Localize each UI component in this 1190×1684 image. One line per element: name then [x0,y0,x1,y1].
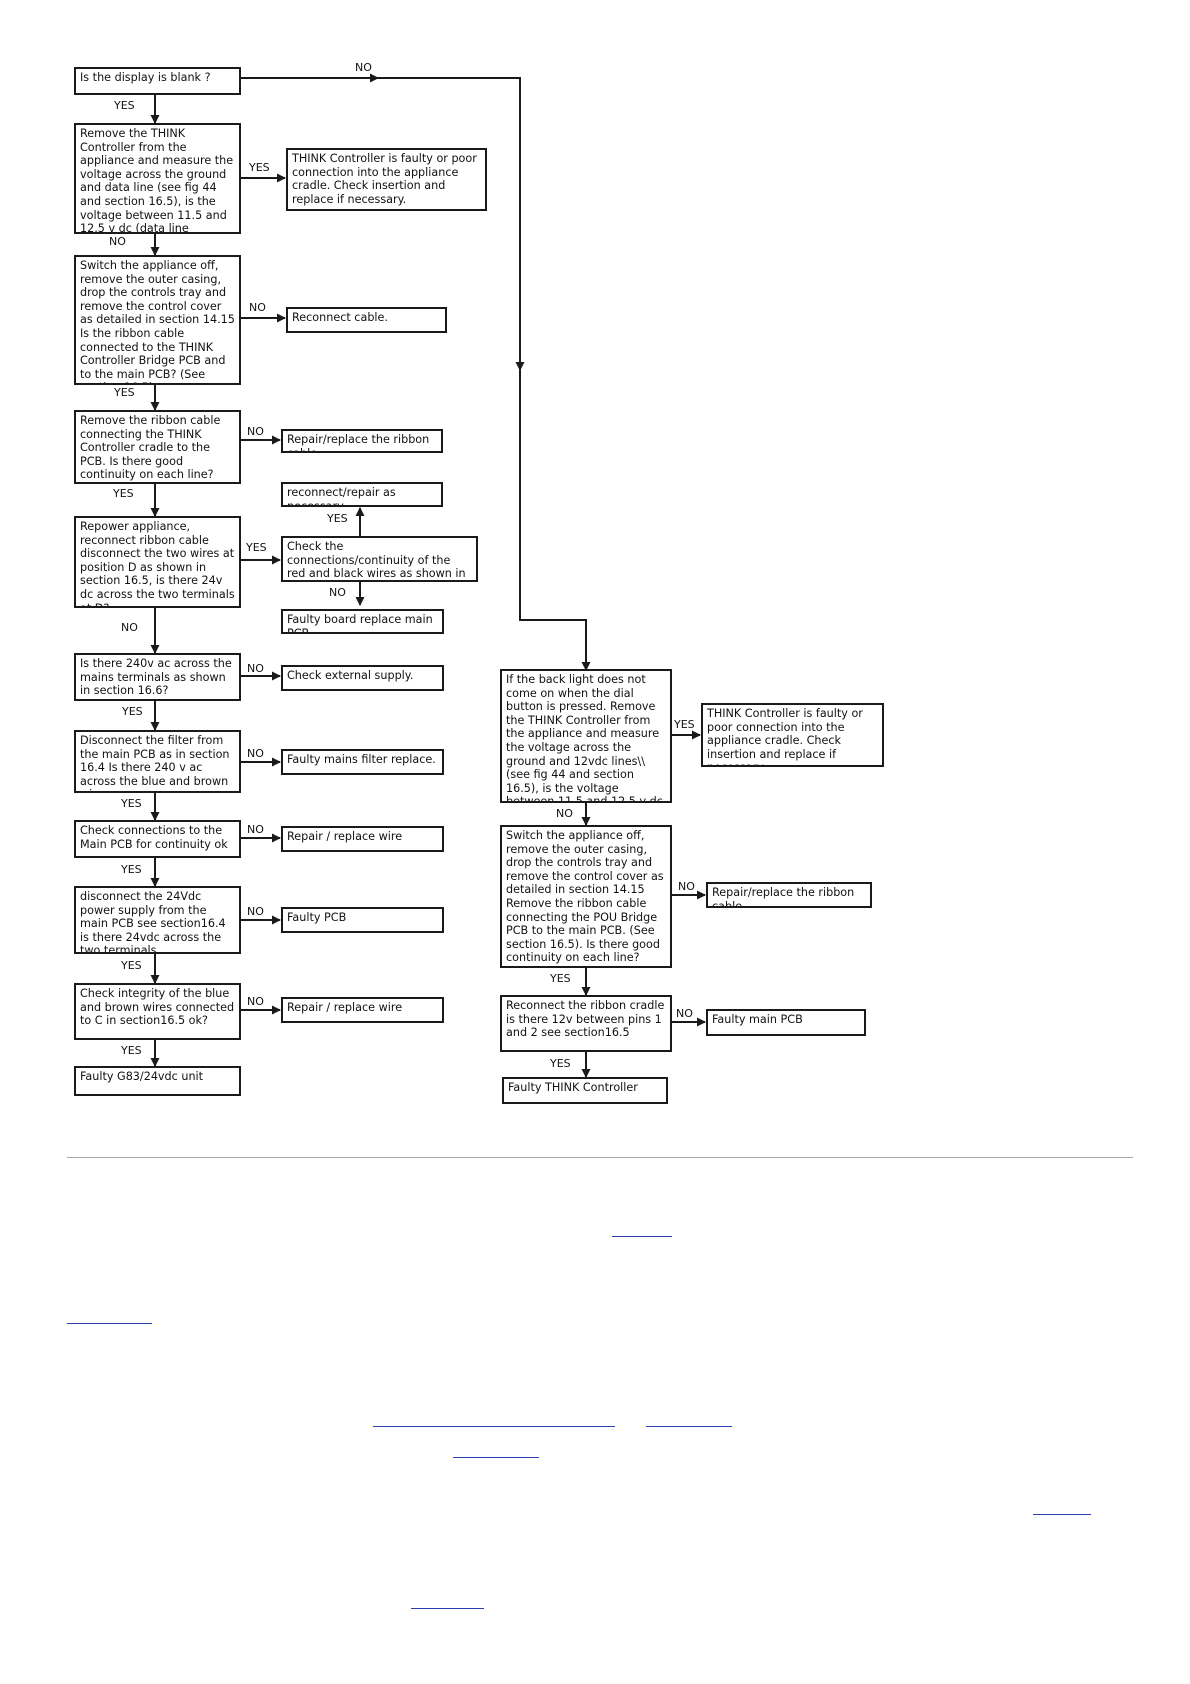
result-repair-wire-1: Repair / replace wire [281,826,444,852]
label-no: NO [247,747,264,760]
label-yes: YES [114,99,135,112]
step-switch-off-check-ribbon: Switch the appliance off, remove the out… [74,255,241,385]
step-check-red-black-wires: Check the connections/continuity of the … [281,536,478,582]
result-reconnect-cable: Reconnect cable. [286,307,447,333]
label-no: NO [247,662,264,675]
label-yes: YES [121,959,142,972]
horizontal-rule [67,1157,1133,1158]
result-faulty-think-controller: Faulty THINK Controller [502,1077,668,1104]
label-no: NO [247,823,264,836]
result-check-external-supply: Check external supply. [281,665,444,691]
label-no: NO [556,807,573,820]
link-underline[interactable] [453,1457,539,1458]
link-underline[interactable] [646,1426,732,1427]
result-faulty-main-pcb: Faulty main PCB [706,1009,866,1036]
label-no: NO [247,995,264,1008]
result-repair-ribbon-2: Repair/replace the ribbon cable [706,882,872,908]
label-yes: YES [327,512,348,525]
step-remove-ribbon-continuity: Remove the ribbon cable connecting the T… [74,410,241,484]
question-display-blank: Is the display is blank ? [74,67,241,95]
label-yes: YES [674,718,695,731]
label-no-top: NO [355,61,372,74]
step-back-light-check: If the back light does not come on when … [500,669,672,803]
label-no: NO [249,301,266,314]
label-yes: YES [121,1044,142,1057]
result-faulty-pcb: Faulty PCB [281,907,444,933]
label-yes: YES [550,972,571,985]
label-no: NO [678,880,695,893]
label-no: NO [121,621,138,634]
label-yes: YES [121,863,142,876]
result-faulty-connection-2: THINK Controller is faulty or poor conne… [701,703,884,767]
label-yes: YES [249,161,270,174]
result-faulty-board: Faulty board replace main PCB [281,609,444,634]
step-check-main-pcb: Check connections to the Main PCB for co… [74,820,241,858]
label-yes: YES [114,386,135,399]
question-240v: Is there 240v ac across the mains termin… [74,653,241,701]
label-no: NO [247,905,264,918]
label-no: NO [676,1007,693,1020]
arrow-no-blank-to-right [240,77,587,669]
label-yes: YES [113,487,134,500]
result-repair-ribbon-1: Repair/replace the ribbon cable [281,429,443,453]
step-reconnect-ribbon-cradle: Reconnect the ribbon cradle is there 12v… [500,995,672,1052]
label-yes: YES [122,705,143,718]
link-underline[interactable] [612,1236,672,1237]
link-underline[interactable] [1033,1514,1091,1515]
result-faulty-connection-1: THINK Controller is faulty or poor conne… [286,148,487,211]
step-disconnect-filter: Disconnect the filter from the main PCB … [74,730,241,793]
label-no: NO [109,235,126,248]
result-repair-wire-2: Repair / replace wire [281,997,444,1023]
label-yes: YES [550,1057,571,1070]
result-reconnect-repair: reconnect/repair as necessary. [281,482,443,507]
result-faulty-mains-filter: Faulty mains filter replace. [281,749,444,775]
step-remove-and-measure: Remove the THINK Controller from the app… [74,123,241,234]
label-no: NO [329,586,346,599]
step-repower-appliance: Repower appliance, reconnect ribbon cabl… [74,516,241,608]
step-disconnect-24vdc: disconnect the 24Vdc power supply from t… [74,886,241,954]
link-underline[interactable] [373,1426,615,1427]
label-yes: YES [121,797,142,810]
label-yes: YES [246,541,267,554]
link-underline[interactable] [67,1323,152,1324]
label-no: NO [247,425,264,438]
step-check-blue-brown: Check integrity of the blue and brown wi… [74,983,241,1040]
result-faulty-g83-unit: Faulty G83/24vdc unit [74,1066,241,1096]
step-switch-off-pou-bridge: Switch the appliance off, remove the out… [500,825,672,968]
link-underline[interactable] [411,1608,484,1609]
